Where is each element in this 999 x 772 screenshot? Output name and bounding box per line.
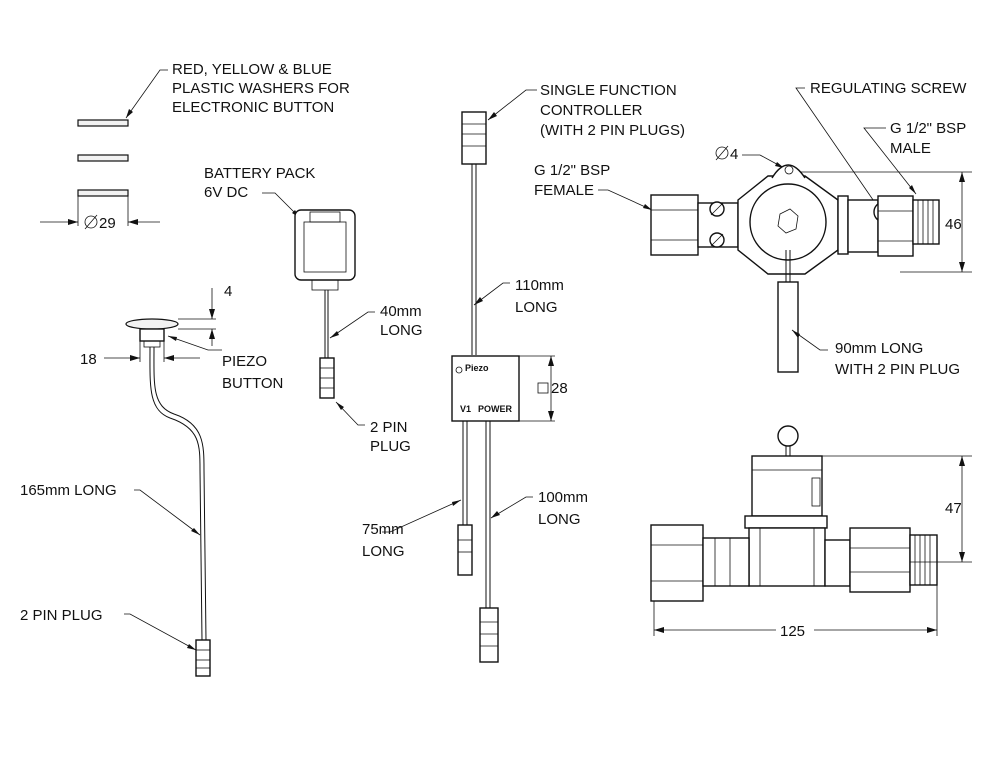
v1-plug: [457, 524, 473, 576]
washers-group: 29 RED, YELLOW & BLUE PLASTIC WASHERS FO…: [40, 61, 350, 232]
controller-power-label: POWER: [478, 404, 513, 414]
valve-side-view: 47 125: [650, 425, 972, 640]
battery-pack-group: BATTERY PACK 6V DC 40mm LONG 2 PIN PLUG: [204, 165, 423, 455]
button-width-label: 18: [80, 351, 97, 368]
regulating-screw-label: REGULATING SCREW: [810, 80, 967, 97]
battery-plug-label-line1: 2 PIN: [370, 419, 408, 436]
battery-cable-label-line1: 40mm: [380, 303, 422, 320]
piezo-label-line2: BUTTON: [222, 375, 283, 392]
battery-label-line2: 6V DC: [204, 184, 248, 201]
valve-top-view: G 1/2" BSP FEMALE 4 REGULATING SCREW G 1…: [534, 80, 972, 378]
female-label-line2: FEMALE: [534, 182, 594, 199]
valve-height-top-label: 46: [945, 216, 962, 233]
button-cable-label: 165mm LONG: [20, 482, 117, 499]
washer-2: [77, 154, 129, 162]
hole-diameter-label: 4: [730, 146, 738, 163]
piezo-button-plug: [195, 639, 211, 677]
washers-label-line3: ELECTRONIC BUTTON: [172, 99, 334, 116]
controller-cable-label-line2: LONG: [515, 299, 558, 316]
piezo-button-group: 18 4 PIEZO BUTTON 165mm LONG 2 PIN PLUG: [20, 283, 283, 677]
battery-plug-label-line2: PLUG: [370, 438, 411, 455]
power-cable-label-line1: 100mm: [538, 489, 588, 506]
controller-box: [451, 355, 520, 422]
washers-label-line2: PLASTIC WASHERS FOR: [172, 80, 350, 97]
piezo-button-body: [139, 328, 165, 342]
washer-diameter-label: 29: [99, 215, 116, 232]
controller-label-line1: SINGLE FUNCTION: [540, 82, 677, 99]
controller-cable-label-line1: 110mm: [515, 277, 564, 294]
power-cable-label-line2: LONG: [538, 511, 581, 528]
power-plug: [479, 607, 499, 663]
controller-group: SINGLE FUNCTION CONTROLLER (WITH 2 PIN P…: [362, 82, 685, 663]
valve-length-label: 125: [780, 623, 805, 640]
piezo-button-cap: [125, 318, 179, 330]
button-thickness-label: 4: [224, 283, 232, 300]
solenoid-lead-top: [777, 281, 799, 373]
piezo-label-line1: PIEZO: [222, 353, 267, 370]
valve-lead-label-line1: 90mm LONG: [835, 340, 923, 357]
v1-cable-label-line1: 75mm: [362, 521, 404, 538]
male-label-line1: G 1/2" BSP: [890, 120, 966, 137]
controller-v1-label: V1: [460, 404, 471, 414]
controller-top-plug: [461, 111, 487, 165]
battery-label-line1: BATTERY PACK: [204, 165, 315, 182]
washer-1: [77, 119, 129, 127]
female-nut-side: [650, 524, 704, 602]
battery-cable-label-line2: LONG: [380, 322, 423, 339]
male-label-line2: MALE: [890, 140, 931, 157]
valve-lead-label-line2: WITH 2 PIN PLUG: [835, 361, 960, 378]
controller-label-line2: CONTROLLER: [540, 102, 643, 119]
male-thread-top: [912, 199, 940, 245]
controller-size-label: 28: [551, 380, 568, 397]
washer-3: [77, 189, 129, 197]
female-label-line1: G 1/2" BSP: [534, 162, 610, 179]
male-thread-side: [909, 534, 938, 586]
valve-height-side-label: 47: [945, 500, 962, 517]
solenoid-side: [751, 455, 823, 517]
controller-label-line3: (WITH 2 PIN PLUGS): [540, 122, 685, 139]
washers-label-line1: RED, YELLOW & BLUE: [172, 61, 332, 78]
button-plug-label: 2 PIN PLUG: [20, 607, 103, 624]
v1-cable-label-line2: LONG: [362, 543, 405, 560]
female-nut-top: [650, 194, 699, 256]
controller-box-piezo-label: Piezo: [465, 363, 489, 373]
